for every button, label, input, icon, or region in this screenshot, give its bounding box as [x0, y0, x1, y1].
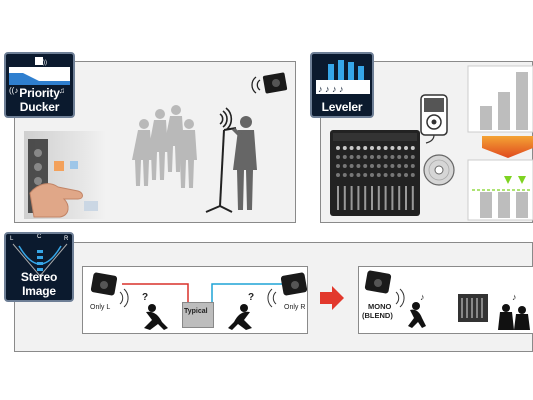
svg-text:♪ ♪ ♪ ♪: ♪ ♪ ♪ ♪: [318, 84, 344, 94]
only-r-label: Only R: [284, 304, 306, 311]
typical-box: [182, 302, 214, 328]
mono-listener-figure: ♪: [408, 292, 426, 328]
leveler-badge: ♪ ♪ ♪ ♪ Leveler: [310, 52, 374, 118]
stereo-image-badge: L C R Stereo Image: [4, 232, 74, 302]
mono-sound-waves: [395, 288, 405, 308]
listener-left-figure: ?: [142, 292, 168, 330]
media-player-icon: [420, 94, 448, 144]
mixer-console: [330, 130, 420, 216]
svg-text:?: ?: [142, 292, 148, 303]
ducker-level-graphic: )) ((♪ ♫: [9, 57, 70, 95]
svg-text:((♪: ((♪: [9, 86, 18, 95]
cd-disc-icon: [423, 154, 455, 186]
speaker-at-microphone: [205, 107, 257, 213]
stereo-image-label: Stereo Image: [20, 270, 58, 298]
svg-text:?: ?: [248, 292, 254, 303]
svg-text:♫: ♫: [59, 86, 65, 95]
svg-text:)): )): [43, 60, 47, 66]
right-sound-waves: [267, 288, 277, 308]
scale-center-label: C: [37, 234, 42, 240]
mono-label: MONO: [368, 302, 392, 311]
scale-left-label: L: [10, 236, 14, 242]
right-speaker-icon: [280, 272, 308, 296]
left-sound-waves: [119, 288, 129, 308]
listener-right-figure: ?: [228, 292, 254, 330]
priority-ducker-label: Priority Ducker: [19, 86, 60, 114]
level-bars-before: [467, 65, 533, 133]
comparison-arrow: [320, 286, 344, 310]
leveler-label: Leveler: [321, 100, 363, 114]
svg-text:♪: ♪: [512, 292, 517, 302]
left-speaker-icon: [90, 272, 118, 296]
mono-speaker-icon: [364, 270, 392, 294]
mono-audience-figures: ♪: [498, 292, 530, 330]
stereo-cables: [122, 283, 288, 304]
mono-mixer-icon: [458, 294, 488, 322]
only-l-label: Only L: [90, 304, 111, 311]
level-bars-after: [467, 159, 533, 221]
mixer-touch-photo: [24, 131, 106, 219]
loudspeaker-icon: [251, 72, 288, 94]
blend-label: (BLEND): [362, 311, 393, 320]
priority-ducker-badge: )) ((♪ ♫ Priority Ducker: [4, 52, 75, 118]
leveler-meter-graphic: ♪ ♪ ♪ ♪: [316, 60, 370, 94]
leveling-arrow: [482, 136, 533, 158]
svg-text:♪: ♪: [420, 292, 425, 302]
audience-group-figures: [132, 105, 197, 188]
scale-right-label: R: [64, 236, 69, 242]
typical-label: Typical: [184, 308, 208, 315]
stereo-field-graphic: [12, 243, 68, 277]
